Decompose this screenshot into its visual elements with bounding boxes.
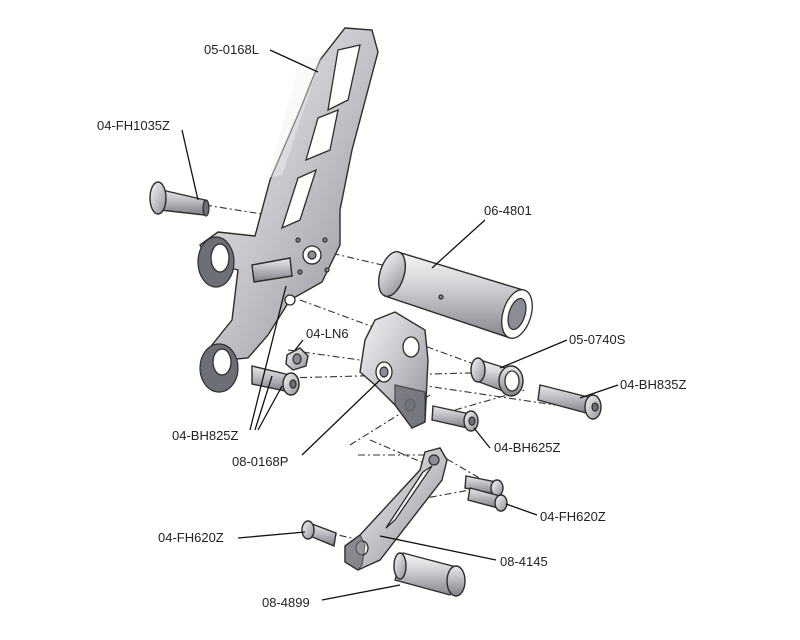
label-08-4899: 08-4899 (262, 595, 310, 610)
label-04-fh1035z: 04-FH1035Z (97, 118, 170, 133)
bolt-fh1035z (149, 181, 210, 217)
bolt-fh620z-left (301, 520, 337, 547)
lever-arm (344, 447, 448, 571)
label-05-0740s: 05-0740S (569, 332, 626, 347)
bolt-bh835z (537, 384, 602, 420)
label-04-bh835z: 04-BH835Z (620, 377, 687, 392)
label-04-bh625z: 04-BH625Z (494, 440, 561, 455)
label-04-fh620z-right: 04-FH620Z (540, 509, 606, 524)
part-labels: 05-0168L 04-FH1035Z 06-4801 04-LN6 05-07… (97, 42, 687, 610)
rearset-plate (197, 27, 379, 393)
pivot-block (359, 311, 429, 429)
bushing-05-0740s (470, 357, 524, 397)
nut-04-ln6 (285, 347, 309, 371)
label-08-0168p: 08-0168P (232, 454, 288, 469)
footpeg-06-4801 (377, 251, 533, 339)
bolt-fh620z-right (464, 475, 508, 512)
label-04-ln6: 04-LN6 (306, 326, 349, 341)
bolt-bh825z (251, 365, 300, 396)
label-06-4801: 06-4801 (484, 203, 532, 218)
footpeg-08-4899 (393, 552, 466, 597)
label-04-fh620z-left: 04-FH620Z (158, 530, 224, 545)
label-08-4145: 08-4145 (500, 554, 548, 569)
leader-lines (181, 49, 619, 601)
label-04-bh825z: 04-BH825Z (172, 428, 239, 443)
label-05-0168l: 05-0168L (204, 42, 259, 57)
bolt-bh625z (431, 405, 479, 432)
